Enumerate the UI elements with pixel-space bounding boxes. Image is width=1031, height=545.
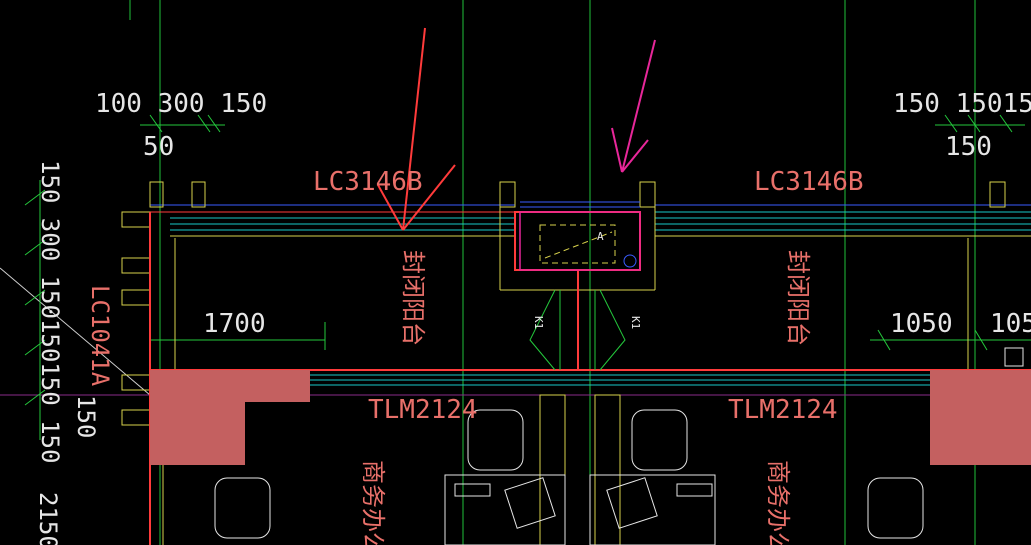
vertical-dim-bottom: 2150 — [34, 492, 62, 545]
vertical-dims: 150 300 150150150 150 — [36, 160, 64, 463]
pointer-arrows — [377, 27, 656, 231]
label-text: LC3146B LC3146B TLM2124 TLM2124 — [313, 167, 864, 425]
louvre — [520, 201, 640, 208]
k-label-left: K1 — [532, 316, 545, 329]
vertical-labels: LC1041A 封闭阳台 封闭阳台 商务办公 商务办公 — [86, 250, 812, 545]
outlet-box — [1004, 347, 1024, 367]
window-label-left: LC3146B — [313, 167, 423, 197]
dim-right-sub: 150 — [945, 132, 992, 162]
room-balcony-left: 封闭阳台 — [399, 250, 427, 346]
ac-unit — [519, 211, 641, 271]
window-label-side: LC1041A — [86, 285, 114, 387]
vertical-dim-text: 150 300 150150150 150 150 2150 — [34, 160, 100, 545]
column-left-ext — [245, 370, 310, 402]
dim-left-top: 100 300 150 — [95, 89, 267, 119]
span-right: 1050 — [890, 309, 953, 339]
ac-dashed — [539, 224, 616, 264]
dim-right-top: 150 150150 — [893, 89, 1031, 119]
furniture — [214, 409, 924, 545]
drain-circle — [623, 254, 637, 268]
window-label-right: LC3146B — [754, 167, 864, 197]
dimension-text: 100 300 150 50 150 150150 150 1700 1050 … — [95, 89, 1031, 339]
room-office-right: 商务办公 — [764, 460, 792, 545]
door-label-right: TLM2124 — [728, 395, 838, 425]
column-left — [150, 370, 245, 465]
dim-left-sub: 50 — [143, 132, 174, 162]
k-label-right: K1 — [629, 316, 642, 329]
column-right — [930, 370, 1031, 465]
room-balcony-right: 封闭阳台 — [784, 250, 812, 346]
dimension-ticks — [24, 114, 1031, 440]
span-left: 1700 — [203, 309, 266, 339]
vertical-dim-150: 150 — [72, 395, 100, 438]
span-right-cut: 105 — [990, 309, 1031, 339]
pipes — [529, 289, 626, 371]
small-labels: K1 K1 A — [532, 230, 642, 329]
room-office-left: 商务办公 — [359, 460, 387, 545]
ac-label: A — [597, 230, 604, 243]
wall-outlines — [121, 181, 1006, 545]
door-label-left: TLM2124 — [368, 395, 478, 425]
